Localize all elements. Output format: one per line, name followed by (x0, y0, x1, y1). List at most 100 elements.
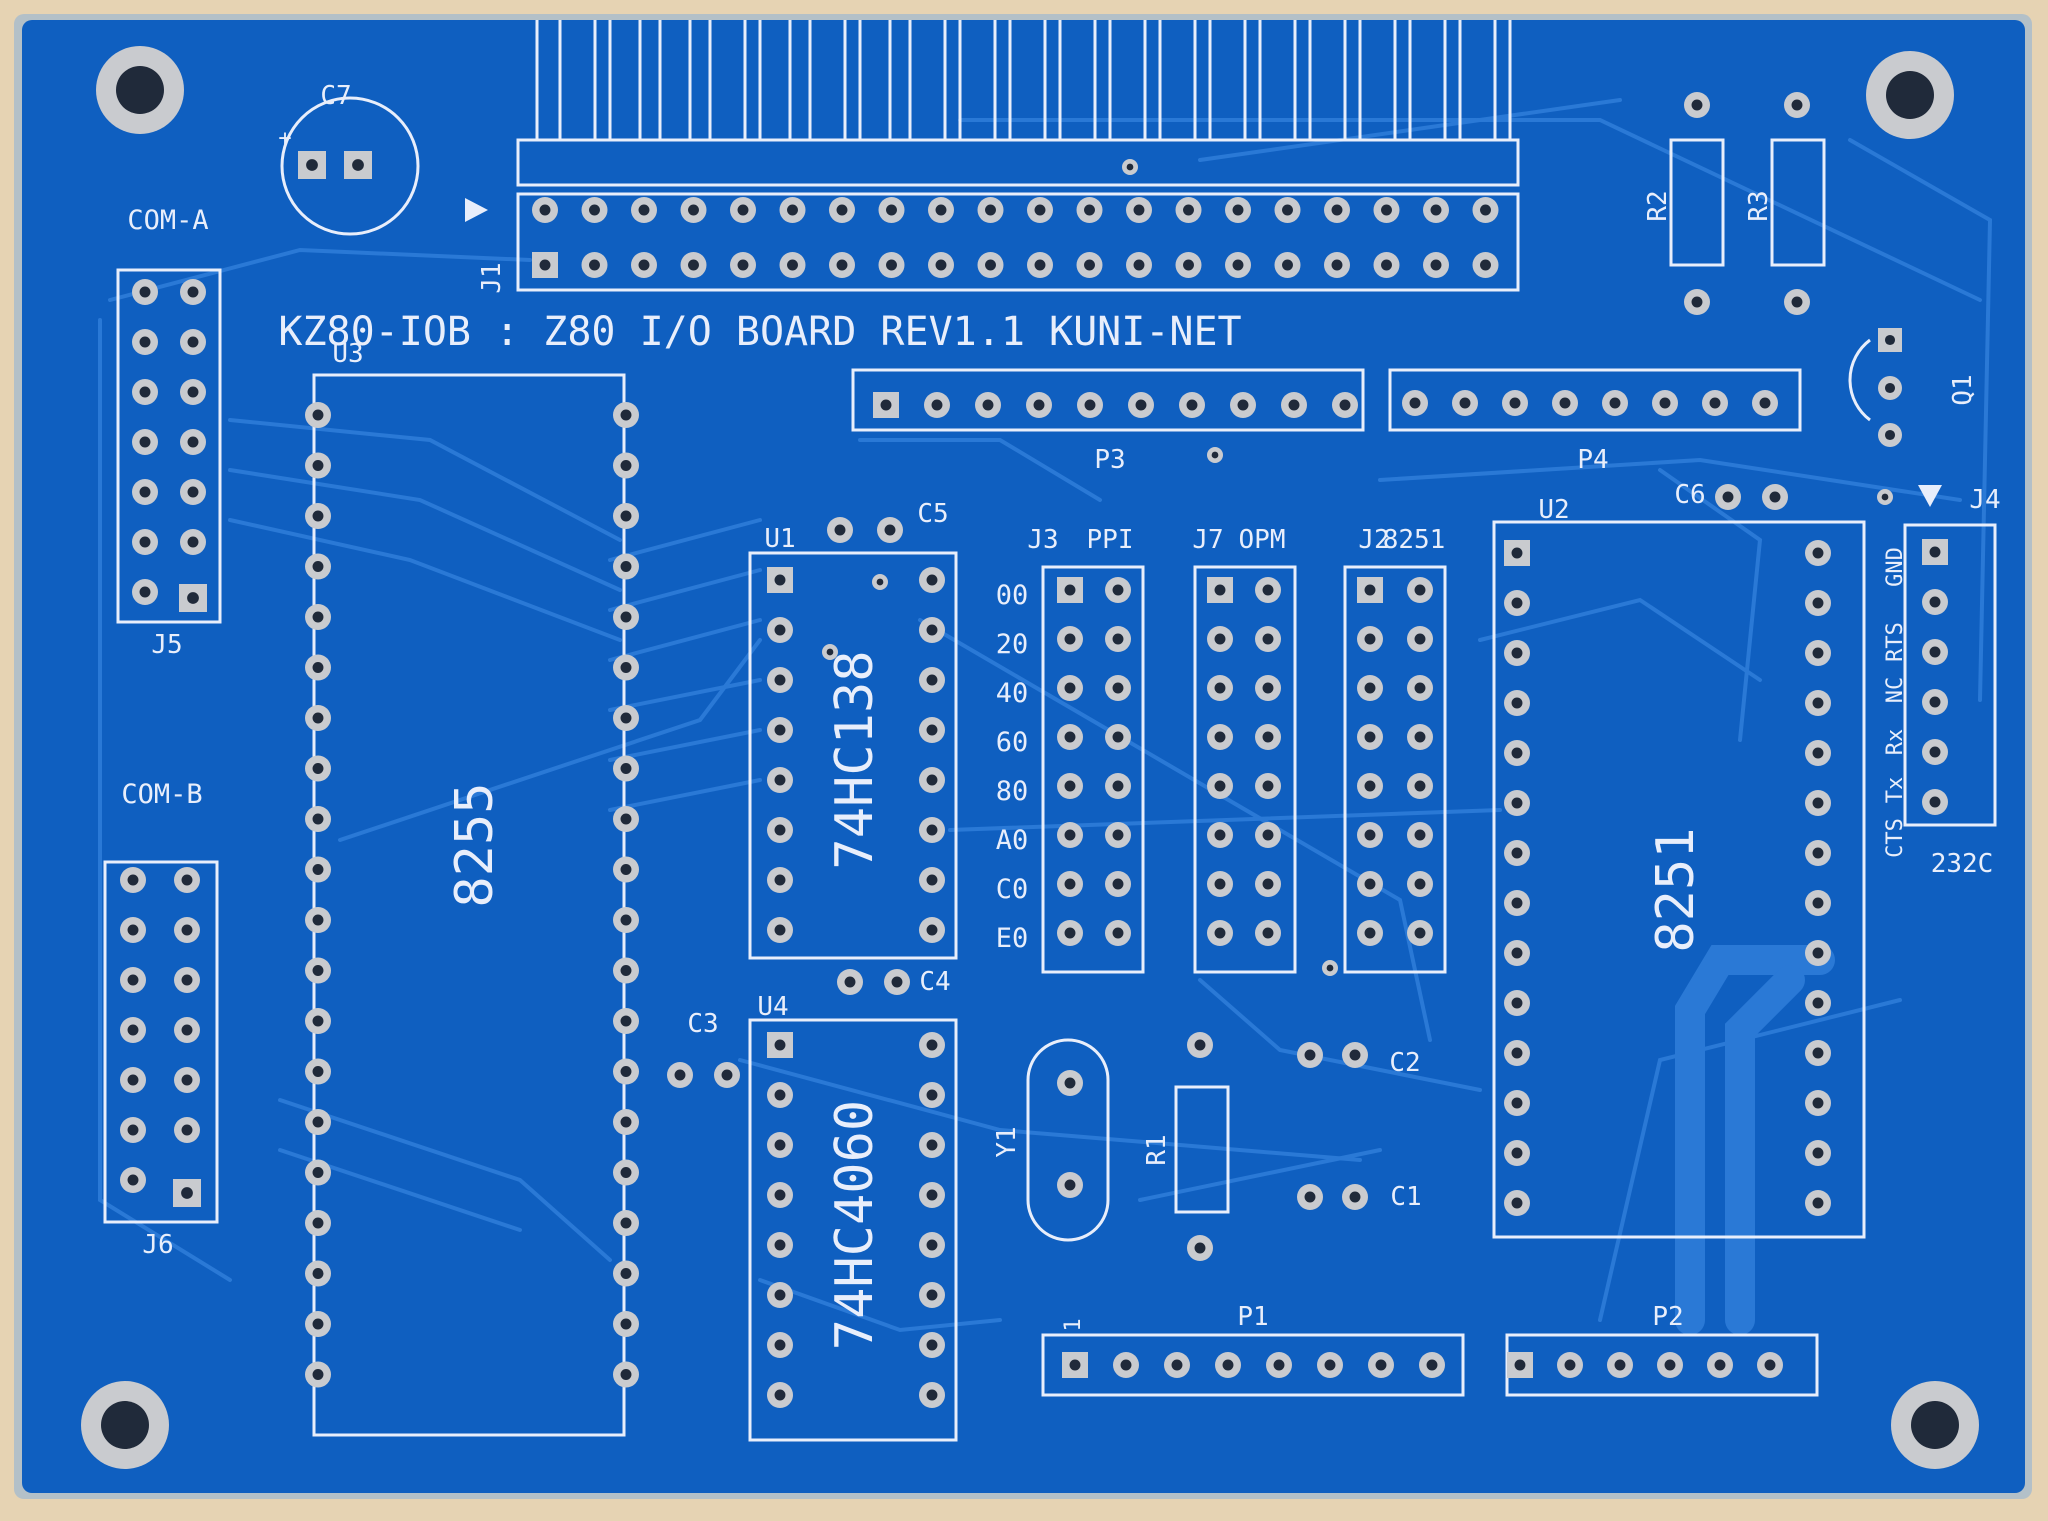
pad-hole (1214, 829, 1226, 841)
pad-hole (1364, 878, 1376, 890)
pad-hole (312, 409, 324, 421)
pad-hole (886, 204, 897, 216)
pad-hole (836, 259, 848, 271)
label-p3: P3 (1094, 445, 1125, 475)
pad-hole (774, 874, 786, 886)
pad-hole (926, 924, 938, 936)
pad-hole (1304, 1049, 1316, 1061)
label-j2: J2 (1358, 525, 1389, 555)
pad-hole (1884, 334, 1896, 346)
pad-hole (181, 874, 193, 886)
pad-hole (620, 914, 632, 926)
pad-hole (1511, 847, 1523, 859)
pad-hole (127, 1174, 139, 1186)
pad-hole (1232, 204, 1244, 216)
label-c7: C7 (320, 81, 351, 111)
pad-hole (1331, 259, 1343, 271)
pad-hole (1112, 927, 1124, 939)
pad-hole (1126, 163, 1134, 171)
mounting-hole-center (116, 66, 164, 114)
r2-outline (1669, 138, 1725, 267)
pad-hole (1214, 633, 1226, 645)
pad-hole (620, 813, 632, 825)
pad-hole (1812, 847, 1824, 859)
chip-label-8255: 8255 (445, 782, 505, 907)
pad-hole (1064, 682, 1076, 694)
address-label-80: 80 (996, 776, 1029, 807)
pad-hole (127, 1024, 139, 1036)
pad-hole (1262, 633, 1274, 645)
pad-hole (139, 336, 151, 348)
pad-hole (774, 1389, 786, 1401)
pad-hole (935, 204, 947, 216)
pad-hole (926, 774, 938, 786)
pad-hole (1691, 99, 1703, 111)
pad-hole (1812, 1147, 1824, 1159)
pad-hole (884, 524, 896, 536)
pad-hole (312, 763, 324, 774)
pad-hole (1282, 259, 1293, 271)
pad-hole (1324, 1359, 1336, 1371)
address-label-c0: C0 (996, 874, 1029, 905)
label-c5: C5 (917, 499, 948, 529)
pad-hole (1222, 1359, 1234, 1371)
pad-hole (1430, 259, 1442, 271)
pad-hole (982, 399, 994, 411)
label-opm: OPM (1239, 525, 1286, 555)
label-c2: C2 (1389, 1048, 1420, 1078)
pad-hole (1426, 1359, 1438, 1371)
pad-hole (620, 460, 632, 471)
pad-hole (127, 1074, 139, 1086)
label-u3: U3 (332, 339, 363, 369)
label-y1: Y1 (992, 1126, 1022, 1157)
pad-hole (1112, 731, 1124, 743)
pad-hole (774, 824, 786, 836)
pad-hole (1514, 1359, 1526, 1371)
pad-hole (1033, 399, 1045, 411)
pad-hole (1183, 259, 1194, 271)
pad-hole (1414, 878, 1426, 890)
label-p1: P1 (1237, 1302, 1268, 1332)
pad-hole (589, 259, 600, 271)
power-traces (1675, 945, 1835, 1335)
j2-outline (1343, 565, 1447, 974)
pad-hole (312, 1369, 324, 1380)
silkscreen-outlines (103, 20, 1997, 1442)
address-label-40: 40 (996, 678, 1029, 709)
pad-hole (139, 586, 151, 598)
pad-hole (1609, 397, 1621, 409)
pad-hole (312, 712, 324, 724)
pad-hole (1064, 584, 1076, 596)
pad-hole (1480, 204, 1491, 216)
label-u4: U4 (757, 992, 788, 1022)
address-label-e0: E0 (996, 923, 1029, 954)
pad-hole (1791, 296, 1803, 308)
label-c4: C4 (919, 967, 950, 997)
silkscreen-text: KZ80-IOB : Z80 I/O BOARD REV1.1 KUNI-NET… (121, 81, 2000, 1350)
chip-label-8251: 8251 (1646, 827, 1706, 952)
pad-hole (181, 924, 193, 936)
pad-hole (352, 159, 364, 171)
pad-hole (1929, 546, 1941, 558)
pad-hole (1812, 1197, 1824, 1209)
pad-hole (1064, 633, 1076, 645)
pad-hole (1511, 597, 1523, 609)
pad-hole (620, 864, 632, 875)
pad-hole (1112, 780, 1124, 792)
pad-hole (1764, 1359, 1776, 1371)
label-232c: 232C (1931, 849, 1994, 879)
pad-hole (187, 336, 199, 348)
label-q1: Q1 (1948, 374, 1978, 405)
pad-hole (1214, 780, 1226, 792)
pad-hole (1722, 491, 1734, 503)
pad-hole (1559, 397, 1571, 409)
pad-hole (181, 974, 193, 986)
signal-label-gnd: GND (1883, 547, 1908, 587)
label-j7: J7 (1192, 525, 1223, 555)
pad-hole (312, 864, 324, 875)
pad-hole (1812, 547, 1824, 559)
label-plus: + (278, 126, 291, 151)
signal-label-cts: CTS (1883, 818, 1908, 858)
pad-hole (1273, 1359, 1285, 1371)
pad-hole (1375, 1359, 1387, 1371)
